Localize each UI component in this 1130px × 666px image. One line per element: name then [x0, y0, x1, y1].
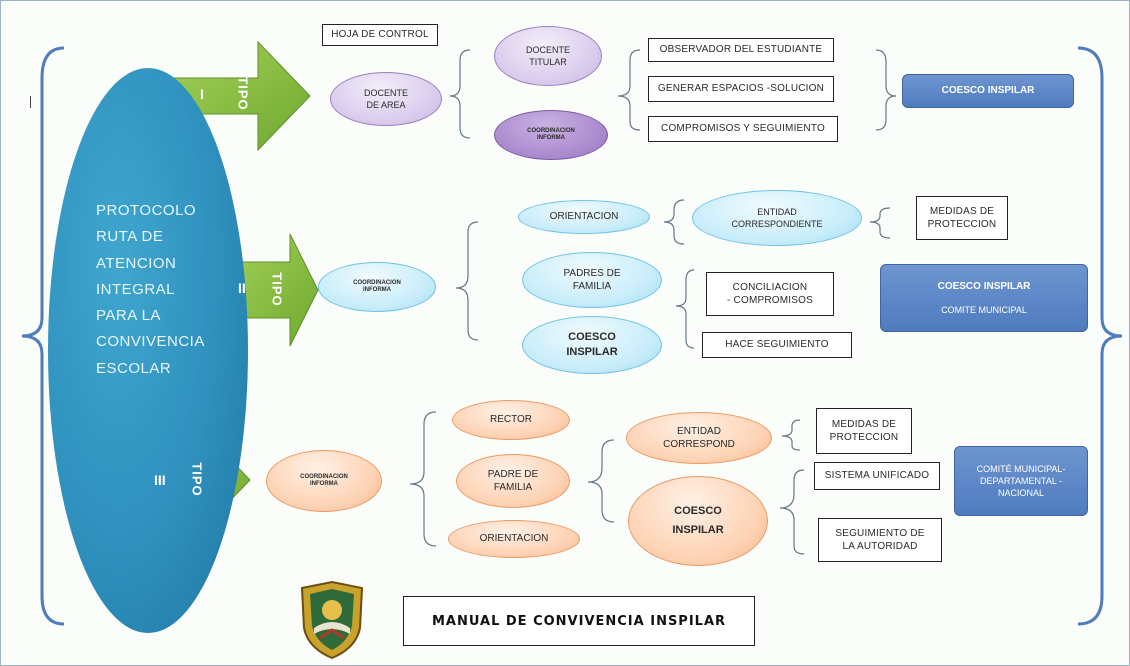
generar-espacios-box: GENERAR ESPACIOS -SOLUCION: [648, 76, 834, 102]
protocol-title-line: INTEGRAL: [96, 280, 176, 298]
node-text: TITULAR: [529, 57, 567, 67]
hace-seguimiento-box: HACE SEGUIMIENTO: [702, 332, 852, 358]
protocol-title-line: PROTOCOLO: [96, 202, 197, 219]
tipo-1-numeral: I: [200, 86, 204, 102]
node-text: ENTIDAD: [757, 206, 797, 217]
protocol-ellipse: [48, 68, 248, 633]
node-text: COESCO: [674, 505, 722, 518]
node-text: COORDINACION: [353, 279, 401, 286]
outer-right-brace: [1077, 46, 1123, 626]
node-text: FAMILIA: [493, 482, 533, 493]
node-text: DOCENTE: [525, 44, 570, 55]
node-text: INFORMA: [536, 135, 565, 141]
node-text: COMITÉ MUNICIPAL-: [976, 463, 1066, 474]
node-text: SEGUIMIENTO DE: [835, 527, 925, 539]
seguimiento-autoridad-box: SEGUIMIENTO DE LA AUTORIDAD: [818, 518, 942, 562]
node-text: INSPILAR: [566, 346, 618, 358]
hoja-de-control-box: HOJA DE CONTROL: [322, 24, 438, 46]
docente-area-node: DOCENTE DE AREA: [330, 72, 442, 126]
node-text: CORRESPOND: [663, 439, 735, 450]
protocol-title: PROTOCOLO RUTA DE ATENCION INTEGRAL PARA…: [96, 198, 246, 382]
conciliacion-box: CONCILIACION - COMPROMISOS: [706, 272, 834, 316]
docente-titular-node: DOCENTE TITULAR: [494, 26, 602, 86]
orientacion-node-2: ORIENTACION: [518, 200, 650, 234]
node-text: LA AUTORIDAD: [842, 541, 918, 552]
node-text: COORDINACION: [300, 473, 348, 480]
coesco-inspilar-result-1: COESCO INSPILAR: [902, 74, 1074, 108]
observador-box: OBSERVADOR DEL ESTUDIANTE: [648, 38, 834, 62]
medidas-proteccion-box-3: MEDIDAS DE PROTECCION: [816, 408, 912, 454]
tipo-3-numeral: III: [154, 472, 166, 488]
outer-left-brace: [21, 46, 65, 626]
node-text: DEPARTAMENTAL -: [979, 475, 1062, 486]
node-text: MEDIDAS DE: [831, 418, 897, 430]
coesco-inspilar-node-3: COESCO INSPILAR: [628, 476, 768, 566]
node-text: - COMPROMISOS: [727, 295, 813, 306]
brace-3b: [587, 439, 615, 523]
tipo-3-label: TIPO: [189, 462, 205, 497]
coesco-inspilar-node-2: COESCO INSPILAR: [522, 316, 662, 374]
brace-3c: [781, 419, 801, 451]
margin-tick: [30, 96, 31, 108]
node-text: DE AREA: [366, 100, 406, 110]
protocol-title-line: RUTA DE: [96, 228, 164, 246]
node-text: ENTIDAD: [677, 425, 721, 437]
coesco-comite-result-2: COESCO INSPILAR COMITE MUNICIPAL: [880, 264, 1088, 332]
protocol-title-line: ESCOLAR: [96, 359, 172, 377]
node-text: COESCO: [568, 331, 616, 344]
node-text: INSPILAR: [672, 524, 724, 536]
brace-3d: [779, 469, 805, 555]
node-text: MEDIDAS DE: [929, 205, 995, 217]
orientacion-node-3: ORIENTACION: [448, 520, 580, 558]
padres-familia-node: PADRES DE FAMILIA: [522, 252, 662, 308]
brace-1a: [449, 49, 471, 139]
manual-title-box: MANUAL DE CONVIVENCIA INSPILAR: [403, 596, 755, 646]
medidas-proteccion-box-2: MEDIDAS DE PROTECCION: [916, 196, 1008, 240]
school-crest-icon: [300, 580, 364, 660]
protocol-title-line: ATENCION: [96, 254, 177, 272]
rector-node: RECTOR: [452, 400, 570, 440]
brace-2d: [675, 269, 695, 349]
protocol-title-line: PARA LA: [96, 307, 161, 324]
tipo-1-label: TIPO: [235, 76, 251, 111]
brace-1c: [875, 49, 897, 131]
comite-nacional-result-3: COMITÉ MUNICIPAL-DEPARTAMENTAL - NACIONAL: [954, 446, 1088, 516]
padre-familia-node: PADRE DE FAMILIA: [456, 454, 570, 508]
node-text: PADRE DE: [487, 468, 539, 480]
sistema-unificado-box: SISTEMA UNIFICADO: [814, 462, 940, 490]
node-text: INFORMA: [309, 481, 338, 487]
node-text: INFORMA: [362, 287, 391, 293]
brace-3a: [409, 411, 437, 547]
node-text: CORRESPONDIENTE: [731, 219, 823, 229]
node-text: FAMILIA: [572, 281, 612, 292]
node-text: DOCENTE: [363, 87, 408, 98]
tipo-2-label: TIPO: [269, 272, 285, 307]
entidad-correspondiente-node: ENTIDAD CORRESPONDIENTE: [692, 190, 862, 246]
protocol-title-line: CONVIVENCIA: [96, 333, 205, 351]
node-text: PADRES DE: [563, 267, 621, 279]
node-text: PROTECCION: [927, 219, 997, 230]
node-text: NACIONAL: [997, 488, 1044, 499]
compromisos-box: COMPROMISOS Y SEGUIMIENTO: [648, 116, 838, 142]
brace-2a: [455, 221, 479, 341]
node-text: PROTECCION: [829, 432, 899, 443]
node-text: CONCILIACION: [732, 281, 808, 293]
brace-2c: [869, 207, 891, 239]
node-text: COESCO INSPILAR: [937, 281, 1031, 293]
node-text: COORDINACION: [527, 127, 575, 134]
entidad-correspond-node: ENTIDAD CORRESPOND: [626, 412, 772, 464]
node-text: COMITE MUNICIPAL: [941, 304, 1027, 315]
brace-2b: [663, 199, 685, 245]
brace-1b: [617, 49, 641, 131]
tipo-2-numeral: II: [238, 280, 246, 296]
